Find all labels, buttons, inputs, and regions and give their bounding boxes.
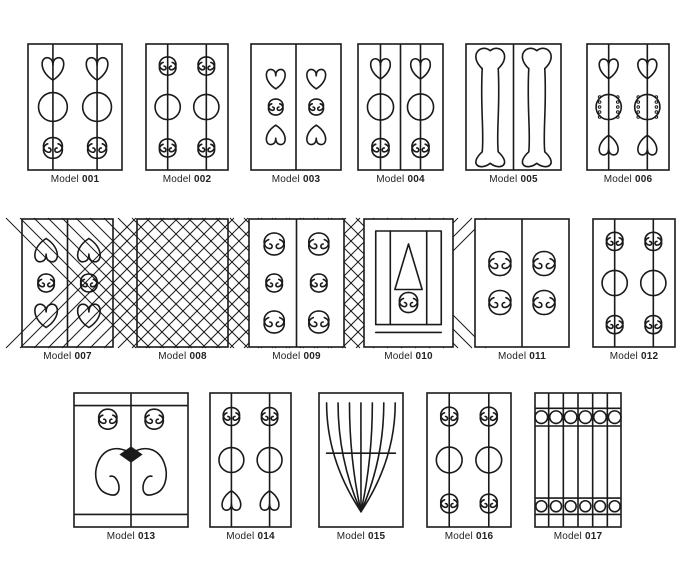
model-label: Model 006 — [586, 174, 670, 185]
model-label: Model 004 — [357, 174, 444, 185]
model-label: Model 005 — [465, 174, 562, 185]
grille-model-card: Model 012 — [592, 218, 676, 364]
model-label: Model 011 — [474, 351, 570, 362]
model-label: Model 009 — [248, 351, 345, 362]
grille-model-card: Model 001 — [27, 43, 123, 187]
model-label: Model 002 — [145, 174, 229, 185]
model-number: 011 — [529, 351, 546, 362]
model-prefix: Model — [226, 531, 255, 542]
grille-drawing — [474, 218, 570, 348]
model-number: 004 — [407, 174, 425, 185]
grille-drawing — [357, 43, 444, 171]
grille-drawing — [426, 392, 512, 528]
model-number: 008 — [189, 351, 207, 362]
grille-model-card: Model 015 — [318, 392, 404, 544]
model-prefix: Model — [162, 174, 191, 185]
model-number: 013 — [137, 531, 156, 542]
grille-model-card: Model 010 — [363, 218, 454, 364]
grille-model-card: Model 013 — [73, 392, 189, 544]
model-prefix: Model — [336, 531, 365, 542]
grille-drawing — [248, 218, 345, 348]
model-label: Model 012 — [592, 351, 676, 362]
grille-drawing — [363, 218, 454, 348]
grille-drawing — [534, 392, 622, 528]
grille-model-card: Model 005 — [465, 43, 562, 187]
model-number: 012 — [640, 351, 659, 362]
grille-drawing — [465, 43, 562, 171]
model-prefix: Model — [106, 531, 135, 542]
model-label: Model 014 — [209, 531, 292, 542]
model-prefix: Model — [609, 351, 638, 362]
model-label: Model 003 — [250, 174, 342, 185]
model-label: Model 017 — [534, 531, 622, 542]
grille-model-card: Model 011 — [474, 218, 570, 364]
model-label: Model 010 — [363, 351, 454, 362]
model-prefix: Model — [444, 531, 473, 542]
grille-drawing — [5, 217, 487, 349]
grille-drawing — [73, 392, 189, 528]
grille-model-card: Model 003 — [250, 43, 342, 187]
model-number: 015 — [367, 531, 386, 542]
grille-drawing — [209, 392, 292, 528]
model-prefix: Model — [489, 174, 518, 185]
grille-drawing — [145, 43, 229, 171]
model-number: 017 — [584, 531, 603, 542]
grille-model-card: Model 016 — [426, 392, 512, 544]
grille-model-card: Model 002 — [145, 43, 229, 187]
model-prefix: Model — [384, 351, 413, 362]
grille-model-card: Model 017 — [534, 392, 622, 544]
grille-drawing — [318, 392, 404, 528]
model-number: 014 — [257, 531, 275, 542]
model-prefix: Model — [376, 174, 405, 185]
model-label: Model 008 — [136, 351, 229, 362]
model-prefix: Model — [498, 351, 527, 362]
model-prefix: Model — [271, 174, 300, 185]
model-prefix: Model — [553, 531, 582, 542]
model-number: 009 — [303, 351, 321, 362]
model-prefix: Model — [158, 351, 187, 362]
grille-drawing — [586, 43, 670, 171]
grille-drawing — [27, 43, 123, 171]
model-label: Model 016 — [426, 531, 512, 542]
grille-model-card: Model 009 — [248, 218, 345, 364]
model-number: 010 — [415, 351, 433, 362]
model-label: Model 001 — [27, 174, 123, 185]
model-number: 006 — [634, 174, 653, 185]
model-number: 003 — [302, 174, 321, 185]
grille-drawing — [592, 218, 676, 348]
model-label: Model 007 — [21, 351, 114, 362]
model-number: 016 — [475, 531, 494, 542]
model-prefix: Model — [603, 174, 632, 185]
grille-model-card: Model 006 — [586, 43, 670, 187]
model-label: Model 015 — [318, 531, 404, 542]
model-number: 007 — [74, 351, 92, 362]
grille-model-card: Model 008 — [5, 217, 487, 364]
model-number: 001 — [81, 174, 100, 185]
model-prefix: Model — [272, 351, 301, 362]
model-number: 005 — [520, 174, 538, 185]
grille-drawing — [250, 43, 342, 171]
grille-model-card: Model 004 — [357, 43, 444, 187]
grille-model-card: Model 014 — [209, 392, 292, 544]
model-prefix: Model — [50, 174, 79, 185]
model-prefix: Model — [43, 351, 72, 362]
model-label: Model 013 — [73, 531, 189, 542]
model-number: 002 — [193, 174, 212, 185]
